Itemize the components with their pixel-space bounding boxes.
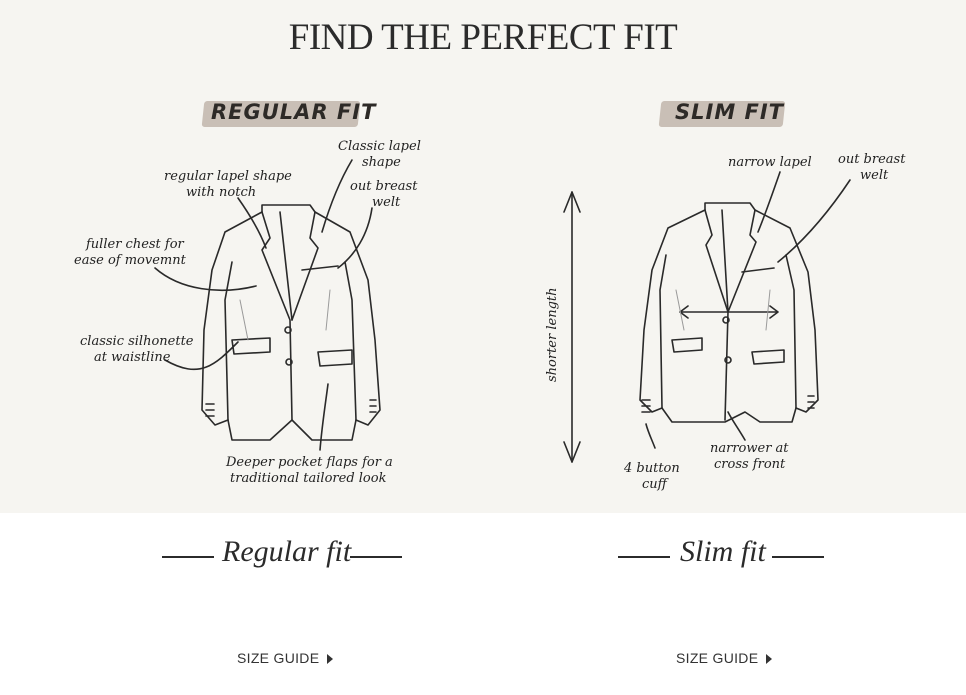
regular-fit-label: REGULAR FIT [211, 100, 377, 124]
slim-rule-right [772, 556, 824, 558]
page-title: FIND THE PERFECT FIT [288, 17, 678, 58]
regular-rule-right [350, 556, 402, 558]
slim-size-guide-link[interactable]: SIZE GUIDE [676, 650, 773, 666]
regular-rule-left [162, 556, 214, 558]
triangle-right-icon [766, 654, 773, 664]
triangle-right-icon [327, 654, 334, 664]
narrow-lapel-note: narrow lapel [728, 155, 812, 170]
shorter-length-note: shorter length [545, 288, 560, 383]
slim-size-guide-label: SIZE GUIDE [676, 650, 759, 666]
regular-size-guide-link[interactable]: SIZE GUIDE [237, 650, 334, 666]
slim-fit-label: SLIM FIT [675, 100, 785, 124]
slim-fit-heading: Slim fit [680, 535, 766, 568]
regular-size-guide-label: SIZE GUIDE [237, 650, 320, 666]
regular-jacket-drawing [201, 204, 381, 441]
slim-jacket-drawing [639, 202, 819, 423]
slim-rule-left [618, 556, 670, 558]
hero-panel [0, 0, 966, 513]
regular-fit-heading: Regular fit [222, 535, 352, 568]
